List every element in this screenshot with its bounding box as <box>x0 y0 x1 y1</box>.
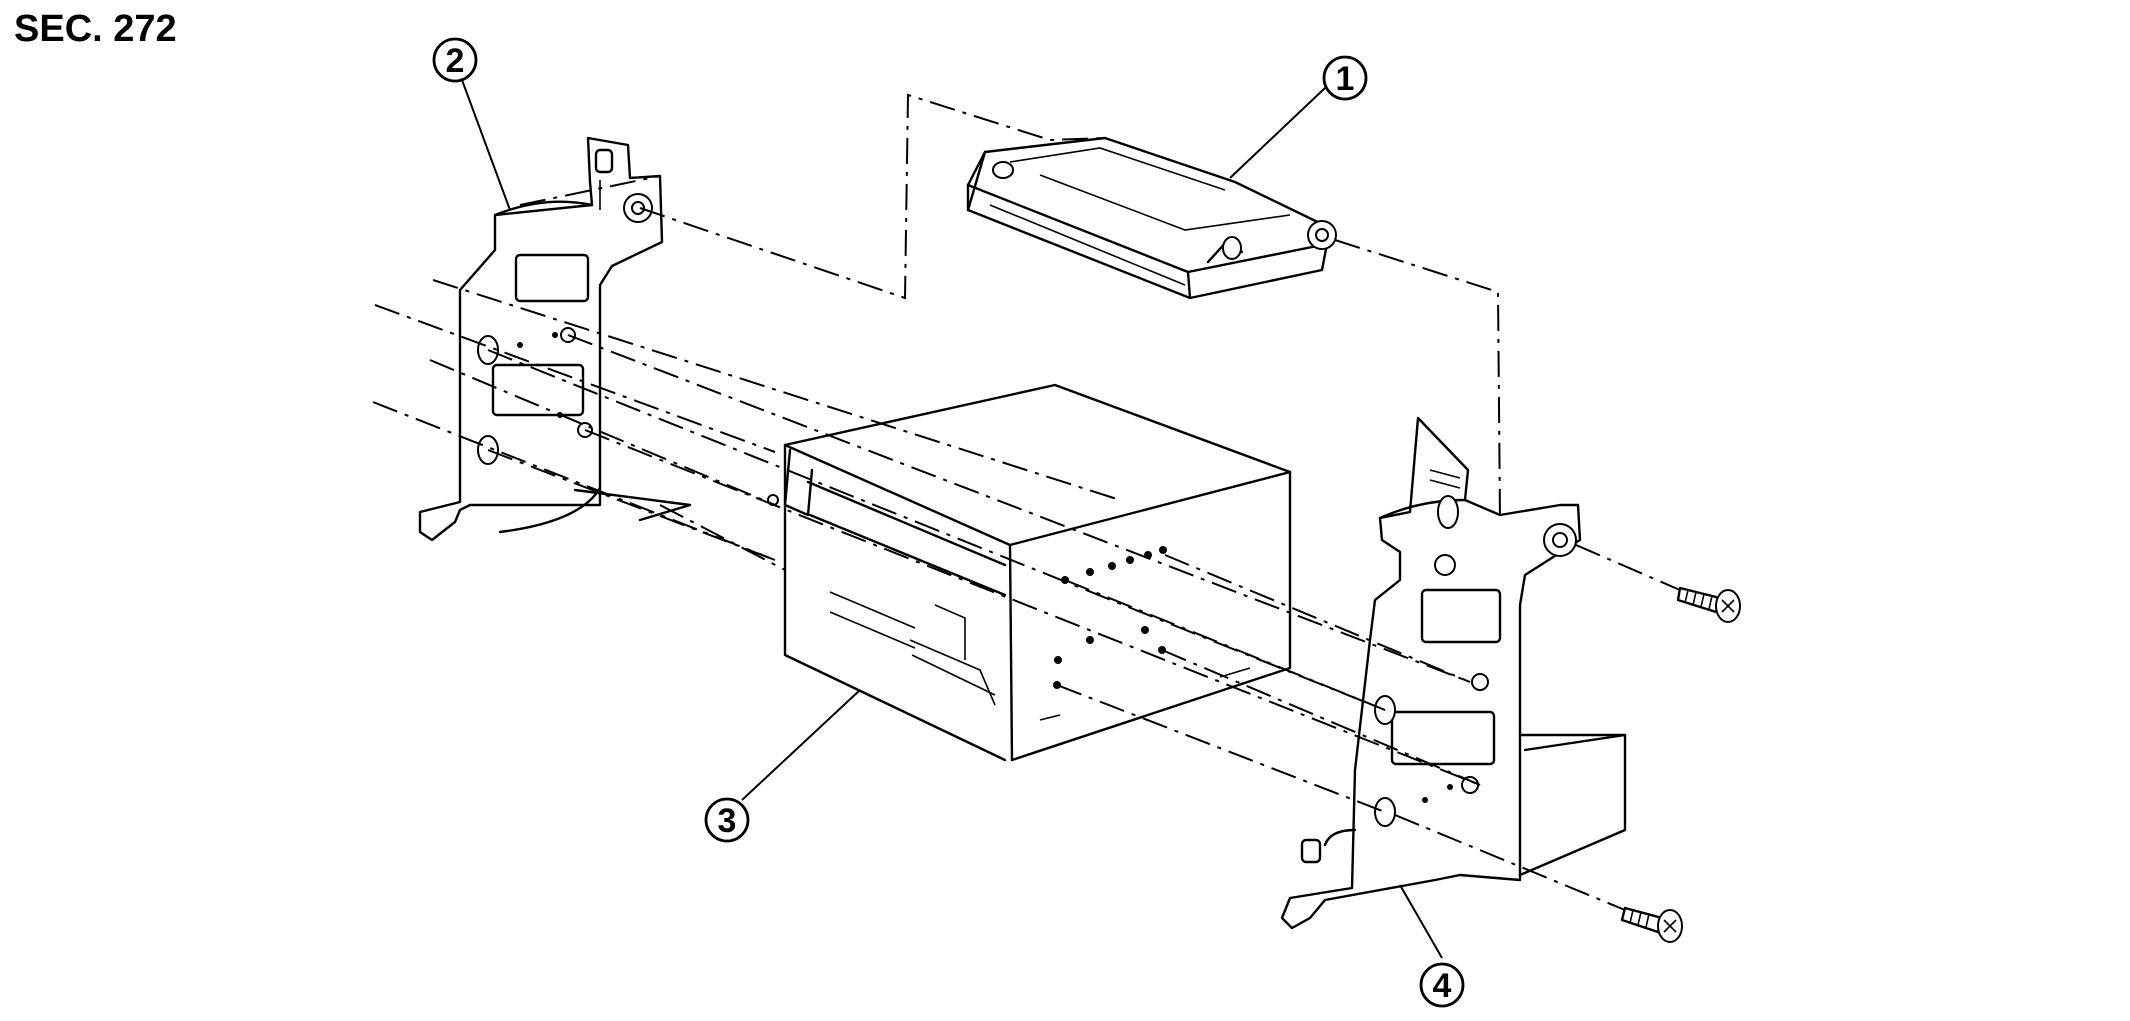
leader-lines <box>461 79 1443 959</box>
callout-4-label: 4 <box>1433 967 1452 1005</box>
alignment-lines <box>372 93 1681 911</box>
screw-upper <box>1676 586 1741 623</box>
part-4-right-bracket <box>1280 416 1627 930</box>
callout-1-label: 1 <box>1336 60 1355 98</box>
part-3-main-unit <box>767 383 1292 762</box>
screw-lower <box>1620 906 1683 943</box>
callout-2-label: 2 <box>446 42 465 80</box>
callout-2: 2 <box>432 37 478 83</box>
section-label: SEC. 272 <box>14 8 177 50</box>
callout-1: 1 <box>1322 55 1368 101</box>
callout-3-label: 3 <box>718 802 737 840</box>
callout-4: 4 <box>1419 962 1465 1008</box>
part-1-unit <box>966 136 1337 300</box>
part-2-left-bracket <box>418 136 692 542</box>
callout-3: 3 <box>704 797 750 843</box>
